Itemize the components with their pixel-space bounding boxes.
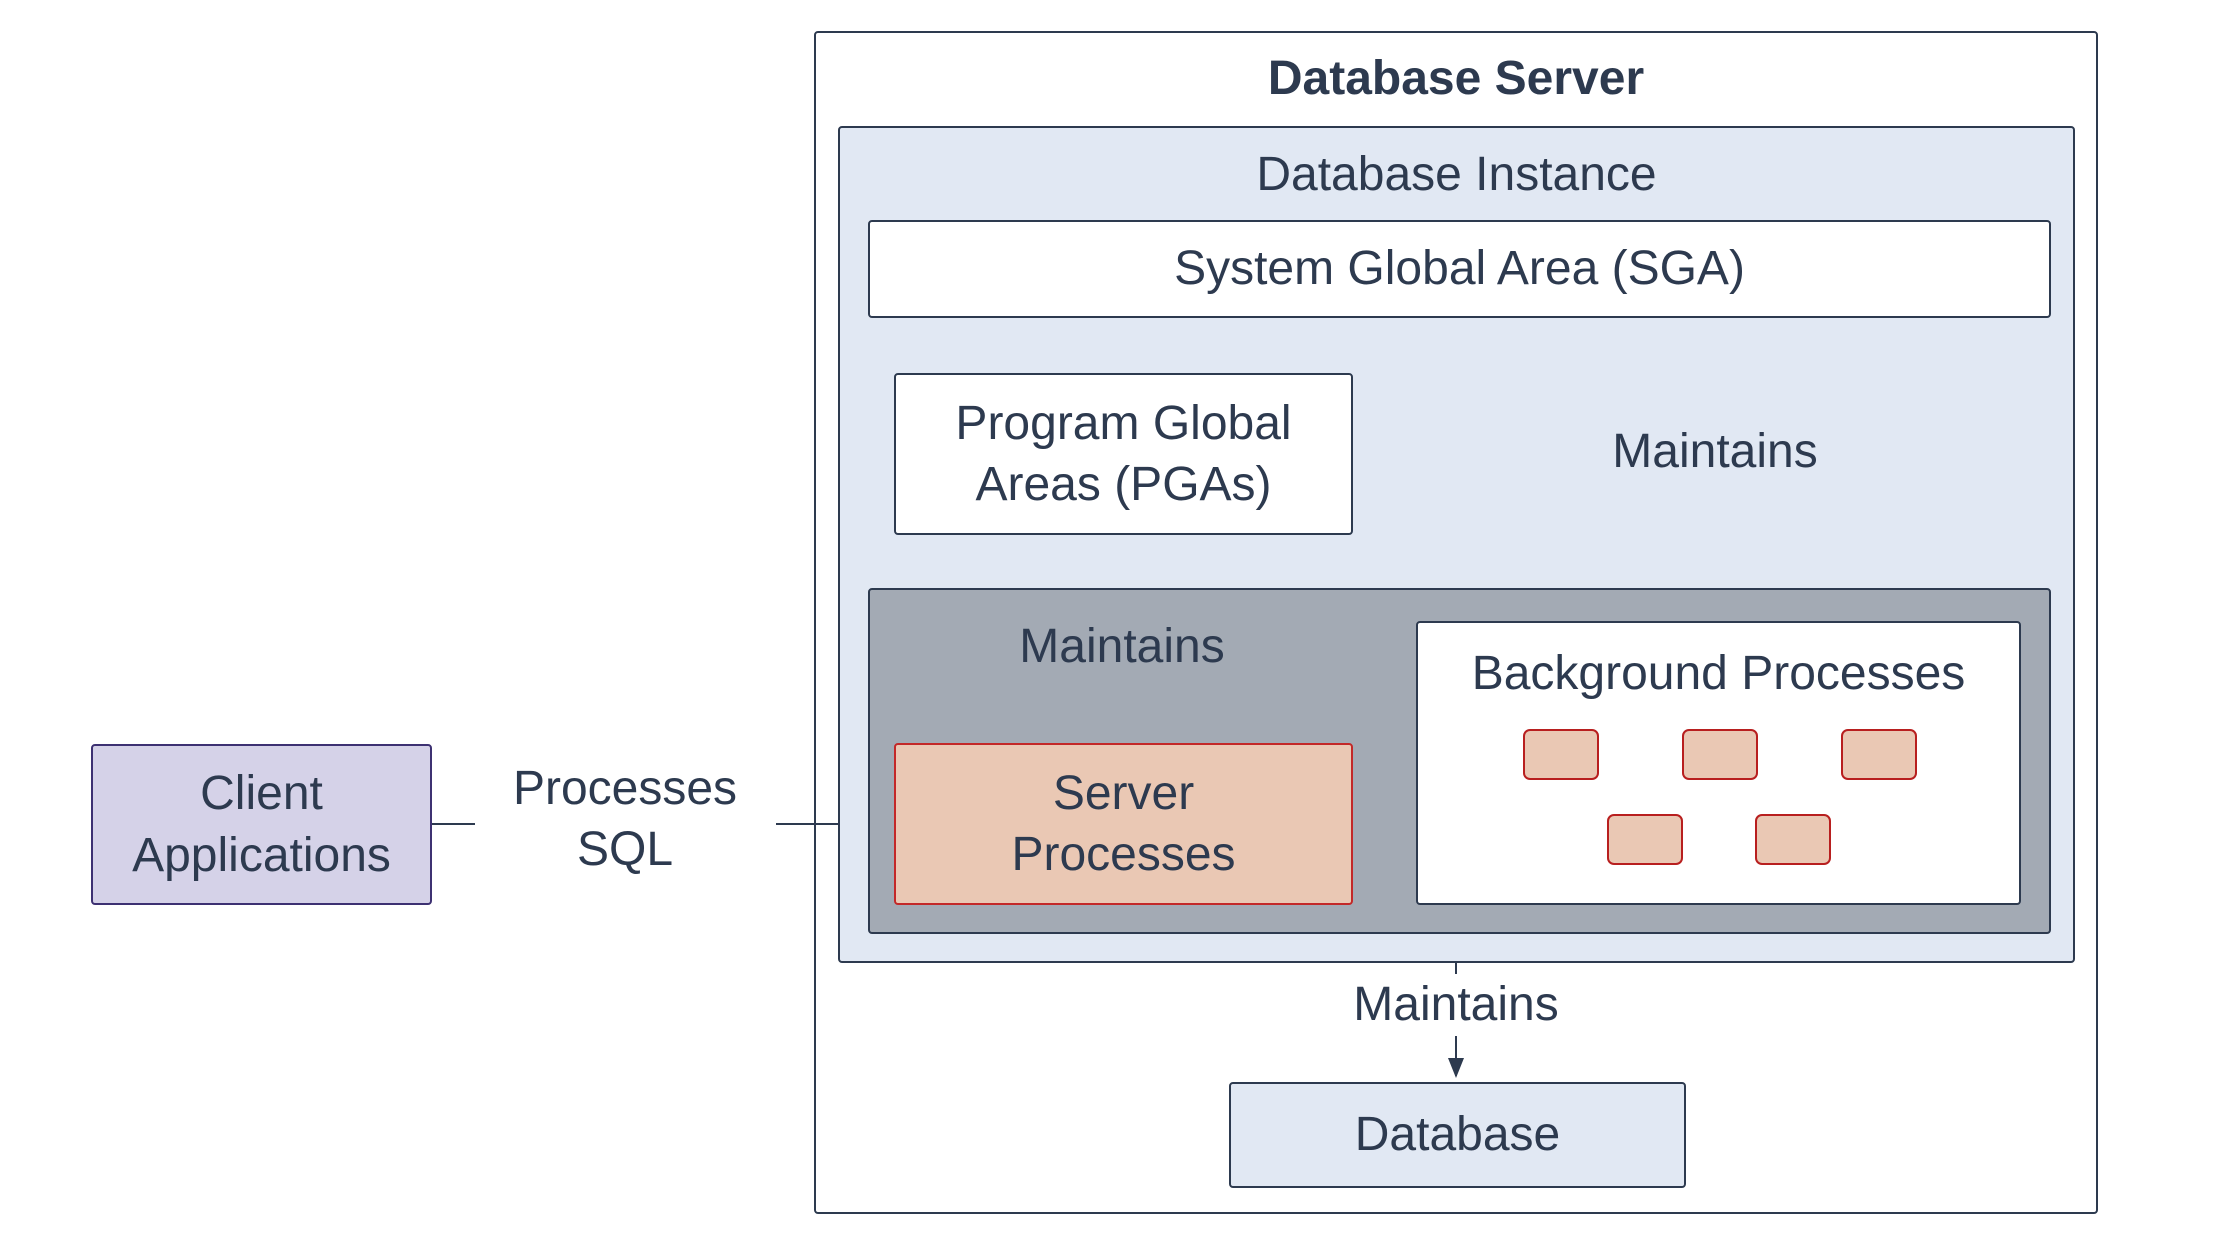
maintains-label-bottom: Maintains (1353, 978, 1559, 1031)
maintains-label-top: Maintains (1612, 425, 1818, 478)
server-processes-label-line2: Processes (1011, 828, 1236, 881)
background-processes-box: Background Processes (1416, 621, 2021, 905)
server-processes-box: Server Processes (894, 743, 1353, 905)
client-applications-label-line1: Client (200, 767, 323, 821)
pga-label-line2: Areas (PGAs) (975, 458, 1272, 511)
maintains-label-middle: Maintains (1019, 620, 1225, 673)
database-server-title: Database Server (1267, 52, 1645, 105)
database-server-container (814, 31, 2098, 1214)
client-applications-box: Client Applications (91, 744, 432, 905)
processes-sql-label-line1: Processes (512, 762, 738, 815)
sga-label: System Global Area (SGA) (1174, 242, 1745, 296)
background-process-item (1755, 814, 1831, 865)
background-processes-title: Background Processes (1471, 647, 1966, 700)
pga-box: Program Global Areas (PGAs) (894, 373, 1353, 535)
background-process-item (1607, 814, 1683, 865)
background-process-item (1682, 729, 1758, 780)
database-box: Database (1229, 1082, 1686, 1188)
processes-sql-label: Processes SQL (490, 758, 760, 881)
database-instance-title: Database Instance (1256, 148, 1657, 201)
processes-sql-label-line2: SQL (576, 823, 674, 877)
pga-label-line1: Program Global (955, 396, 1292, 450)
client-applications-label-line2: Applications (132, 828, 391, 882)
database-label: Database (1354, 1108, 1561, 1162)
background-process-item (1523, 729, 1599, 780)
sga-box: System Global Area (SGA) (868, 220, 2051, 318)
background-process-item (1841, 729, 1917, 780)
server-processes-label-line1: Server (1052, 766, 1195, 820)
